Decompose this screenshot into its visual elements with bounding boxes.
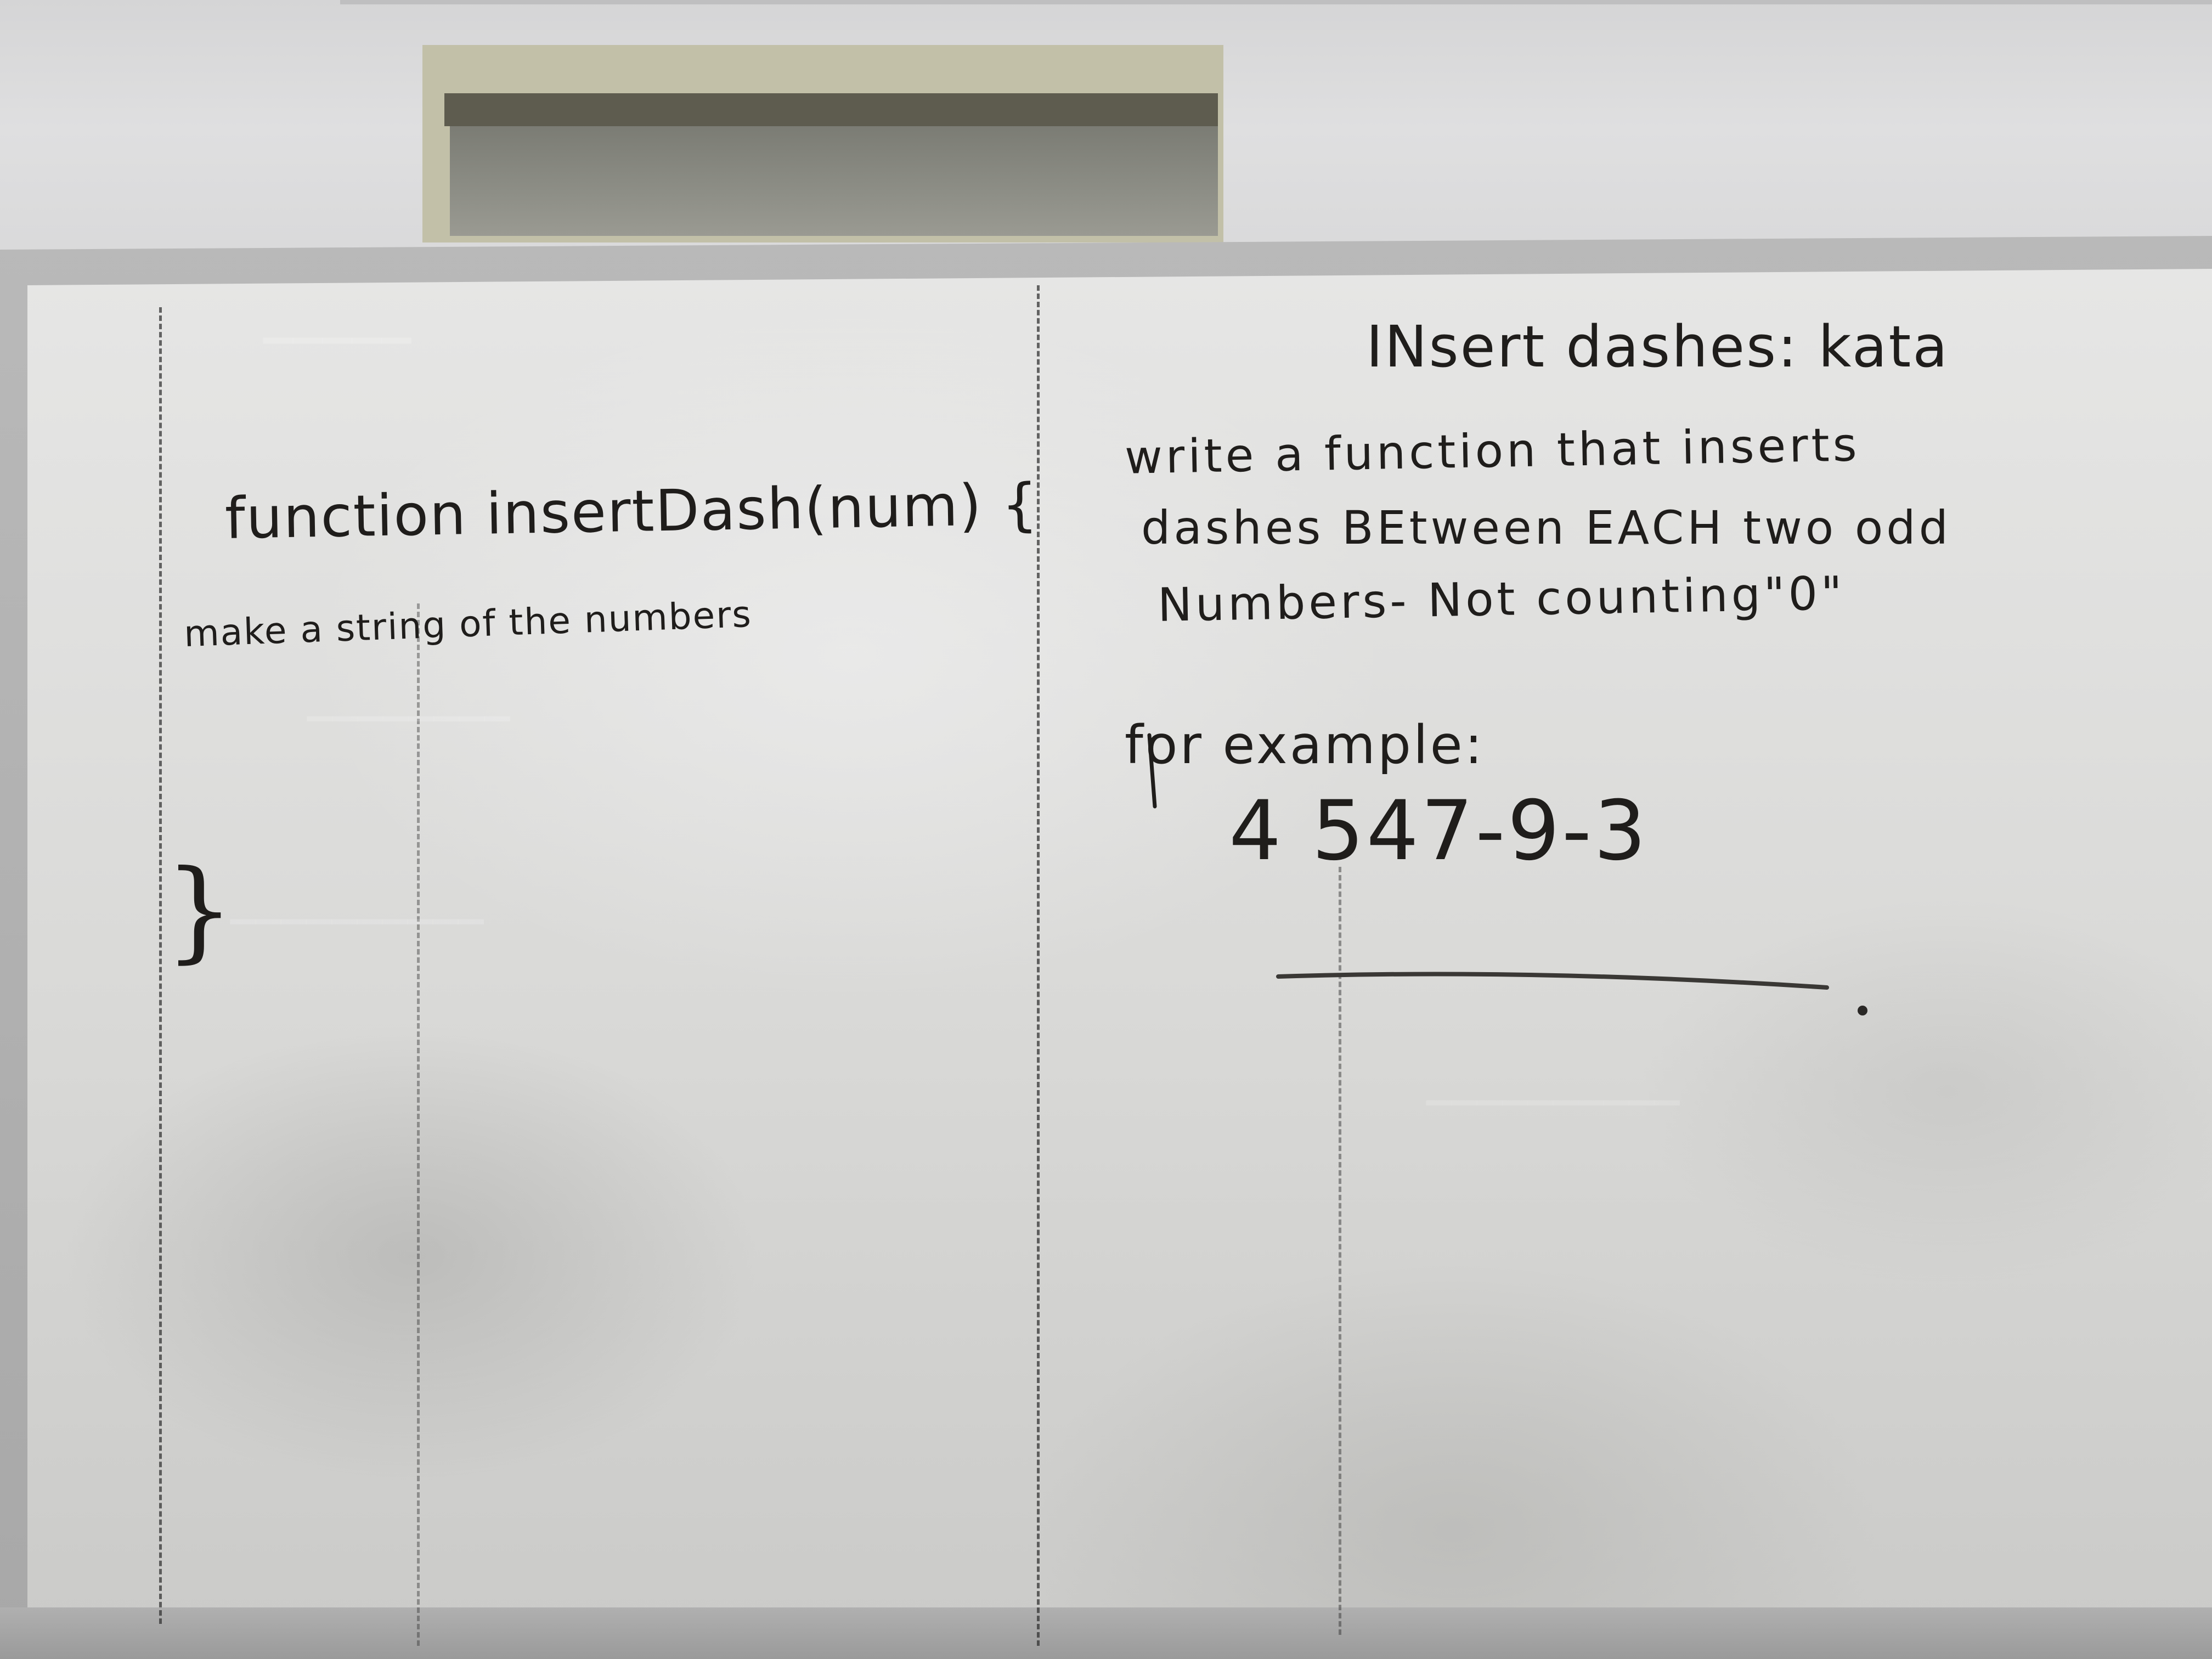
column-divider-right [1339,867,1341,1635]
ceiling-edge [340,0,2212,4]
closing-brace: } [165,847,235,974]
ghost-writing-2: ▁▁▁▁▁▁▁▁ [307,683,510,721]
window-blind [444,93,1218,126]
description-line-3: Numbers- Not counting"0" [1157,566,1846,632]
ghost-writing-1: ▁▁▁▁▁ [263,298,411,343]
example-label: for example: [1125,714,1485,776]
marker-tray [0,1607,2212,1659]
column-divider-faint [417,603,420,1646]
column-divider-middle [1037,285,1040,1646]
ghost-writing-3: ▁▁▁▁▁▁▁▁▁▁ [230,886,484,924]
example-value: 4 547-9-3 [1229,783,1649,879]
function-signature: function insertDash(num) { [224,471,1040,552]
description-line-2: dashes BEtween EACH two odd [1141,501,1951,555]
description-line-1: write a function that inserts [1124,417,1861,484]
window-glass [450,126,1218,236]
whiteboard-surface [27,269,2212,1618]
ghost-writing-4: ▁▁▁▁▁▁▁▁▁▁ [1426,1067,1680,1105]
column-divider-left [159,307,162,1624]
kata-title: INsert dashes: kata [1366,313,1949,380]
